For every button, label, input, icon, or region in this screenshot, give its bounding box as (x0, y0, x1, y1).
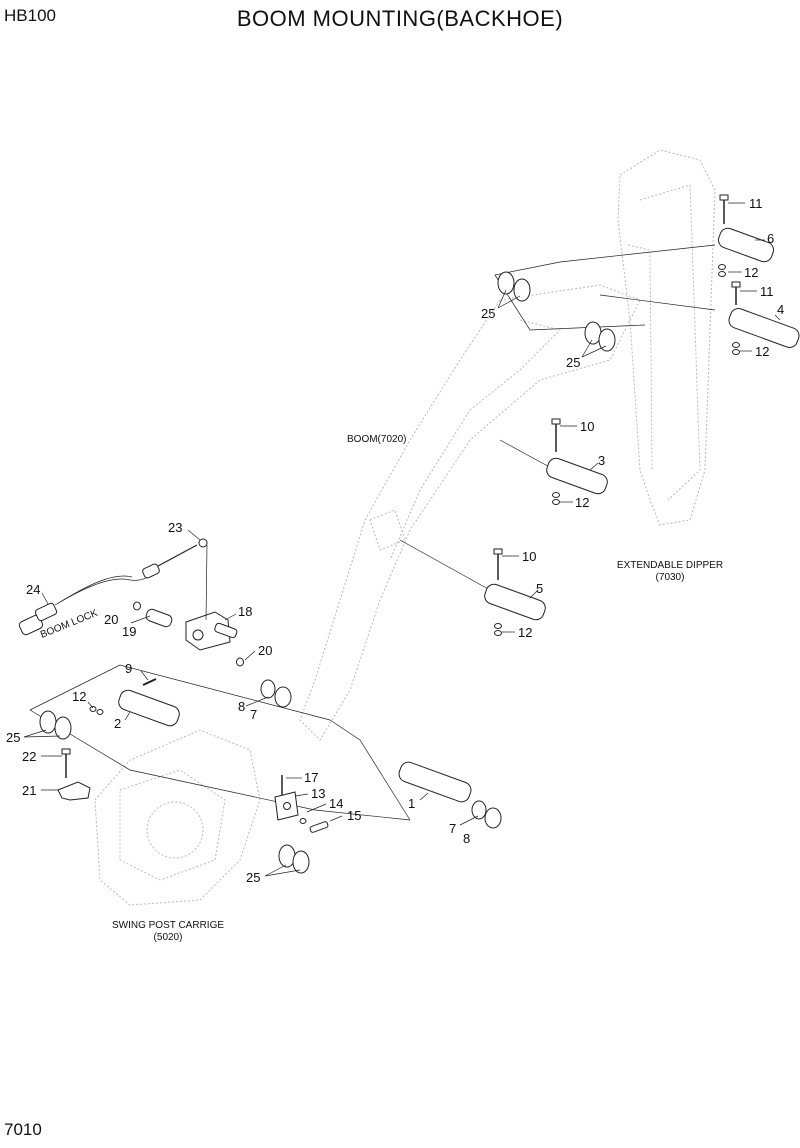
callout-25: 25 (246, 870, 260, 885)
o-rings-20 (133, 601, 244, 667)
callout-labels: 11 6 12 11 4 12 25 25 10 3 12 10 5 12 23… (6, 196, 784, 885)
callout-21: 21 (22, 783, 36, 798)
callout-10: 10 (580, 419, 594, 434)
callout-7: 7 (250, 707, 257, 722)
callout-22: 22 (22, 749, 36, 764)
bolt-10-upper (551, 418, 561, 452)
callout-12: 12 (744, 265, 758, 280)
boom-caption: BOOM(7020) (347, 434, 406, 445)
reference-lines (29, 244, 716, 821)
pin-1 (398, 761, 472, 803)
callout-2: 2 (114, 716, 121, 731)
boom-lock-cable (18, 538, 208, 636)
callout-11: 11 (749, 196, 763, 211)
callout-1: 1 (408, 796, 415, 811)
callout-8: 8 (463, 831, 470, 846)
callout-5: 5 (536, 581, 543, 596)
callout-25: 25 (481, 306, 495, 321)
callout-7: 7 (449, 821, 456, 836)
pin-19 (145, 608, 173, 628)
swing-post-caption: SWING POST CARRIGE (112, 920, 224, 931)
callout-20: 20 (258, 643, 272, 658)
callout-3: 3 (598, 453, 605, 468)
bolt-15 (309, 821, 329, 833)
callout-20: 20 (104, 612, 118, 627)
callout-15: 15 (347, 808, 361, 823)
page-number: 7010 (4, 1120, 42, 1139)
callout-4: 4 (777, 302, 784, 317)
callout-25: 25 (566, 355, 580, 370)
callout-12: 12 (72, 689, 86, 704)
bolt-11-top (719, 194, 729, 224)
page-title: BOOM MOUNTING(BACKHOE) (236, 6, 564, 31)
callout-25: 25 (6, 730, 20, 745)
callout-23: 23 (168, 520, 182, 535)
pin-4 (728, 308, 800, 348)
callout-19: 19 (122, 624, 136, 639)
callout-17: 17 (304, 770, 318, 785)
rings-7-8 (260, 679, 502, 829)
boom-lock-bracket (185, 611, 238, 651)
callout-6: 6 (767, 231, 774, 246)
swing-post-outline (94, 729, 261, 906)
pin-2 (118, 689, 180, 727)
callout-12: 12 (518, 625, 532, 640)
shims-25 (39, 271, 616, 874)
clip-21 (57, 781, 91, 801)
bolt-10-lower (493, 548, 503, 580)
pin-5 (484, 583, 546, 621)
dipper-outline (617, 149, 716, 526)
callout-18: 18 (238, 604, 252, 619)
callout-13: 13 (311, 786, 325, 801)
pin-3 (546, 457, 608, 495)
swing-post-code: (5020) (154, 932, 183, 943)
callout-24: 24 (26, 582, 40, 597)
callout-12: 12 (575, 495, 589, 510)
boom-outline (299, 284, 641, 741)
bolt-11-lower (731, 281, 741, 305)
callout-10: 10 (522, 549, 536, 564)
leader-lines (23, 202, 781, 877)
dipper-caption: EXTENDABLE DIPPER (617, 560, 723, 571)
pin-6 (718, 227, 774, 263)
dipper-code: (7030) (656, 572, 685, 583)
callout-12: 12 (755, 344, 769, 359)
callout-9: 9 (125, 661, 132, 676)
bolt-9 (142, 678, 157, 686)
callout-11: 11 (760, 284, 774, 299)
washers-12 (89, 264, 740, 824)
plate-13 (274, 791, 299, 821)
model-code: HB100 (4, 6, 56, 25)
callout-8: 8 (238, 699, 245, 714)
callout-14: 14 (329, 796, 343, 811)
bolt-22 (61, 748, 71, 778)
